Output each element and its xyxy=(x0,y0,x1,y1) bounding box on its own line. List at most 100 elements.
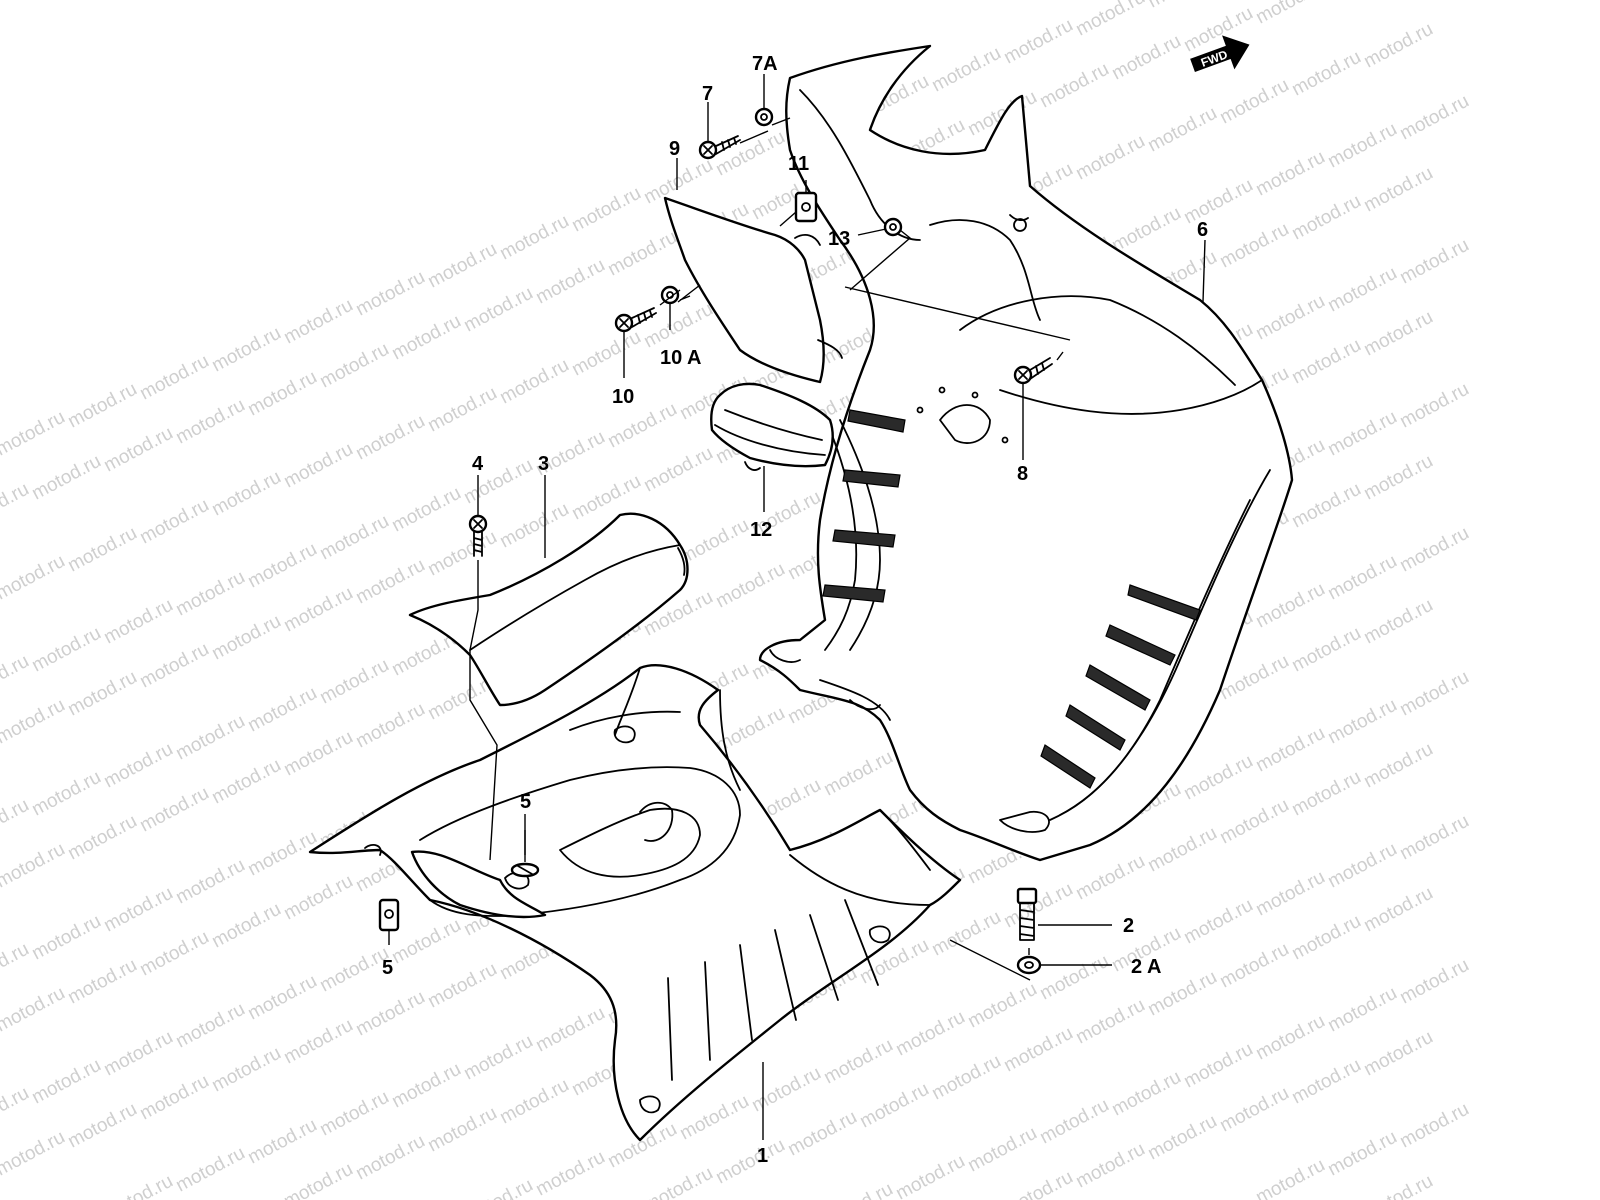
forward-label: FWD xyxy=(1199,47,1230,70)
watermark-text: motod.ru xyxy=(316,1087,392,1141)
watermark-text: motod.ru xyxy=(460,1175,536,1200)
watermark-text: motod.ru xyxy=(496,211,572,265)
callout-10a: 10 A xyxy=(660,347,702,369)
part-1-floor-board xyxy=(308,664,962,1142)
watermark-text: motod.ru xyxy=(820,747,896,801)
watermark-text: motod.ru xyxy=(1252,147,1328,201)
watermark-text: motod.ru xyxy=(280,1159,356,1200)
watermark-text: motod.ru xyxy=(1252,291,1328,345)
watermark-text: motod.ru xyxy=(1072,1139,1148,1193)
watermark-text: motod.ru xyxy=(496,355,572,409)
watermark-text: motod.ru xyxy=(208,755,284,809)
watermark-text: motod.ru xyxy=(1360,19,1436,73)
watermark-text: motod.ru xyxy=(172,567,248,621)
watermark-text: motod.ru xyxy=(712,127,788,181)
watermark-text: motod.ru xyxy=(1288,479,1364,533)
watermark-text: motod.ru xyxy=(676,515,752,569)
callout-3: 3 xyxy=(538,453,549,475)
watermark-text: motod.ru xyxy=(1180,175,1256,229)
watermark-text: motod.ru xyxy=(1324,1127,1400,1181)
watermark-text: motod.ru xyxy=(1180,1039,1256,1093)
watermark-text: motod.ru xyxy=(820,1179,896,1200)
watermark-text: motod.ru xyxy=(964,979,1040,1033)
watermark-text: motod.ru xyxy=(712,703,788,757)
watermark-text: motod.ru xyxy=(100,595,176,649)
watermark-text: motod.ru xyxy=(1396,1099,1472,1153)
watermark-text: motod.ru xyxy=(424,239,500,293)
callout-7: 7 xyxy=(702,83,713,105)
watermark-text: motod.ru xyxy=(568,327,644,381)
watermark-text: motod.ru xyxy=(352,411,428,465)
watermark-text: motod.ru xyxy=(1036,951,1112,1005)
watermark-text: motod.ru xyxy=(388,915,464,969)
watermark-text: motod.ru xyxy=(280,871,356,925)
callout-2a: 2 A xyxy=(1131,956,1161,978)
watermark-text: motod.ru xyxy=(316,339,392,393)
callout-2: 2 xyxy=(1123,915,1134,937)
watermark-text: motod.ru xyxy=(28,451,104,505)
watermark-text: motod.ru xyxy=(1288,335,1364,389)
watermark-text: motod.ru xyxy=(64,811,140,865)
watermark-text: motod.ru xyxy=(1288,191,1364,245)
watermark-text: motod.ru xyxy=(244,1115,320,1169)
watermark-text: motod.ru xyxy=(244,367,320,421)
watermark-text: motod.ru xyxy=(604,227,680,281)
watermark-text: motod.ru xyxy=(64,1099,140,1153)
watermark-text: motod.ru xyxy=(1216,75,1292,129)
part-6-ribs xyxy=(822,409,1201,789)
watermark-text: motod.ru xyxy=(100,1027,176,1081)
watermark-text: motod.ru xyxy=(712,1135,788,1189)
watermark-text: motod.ru xyxy=(1036,1095,1112,1149)
watermark-text: motod.ru xyxy=(244,683,320,737)
watermark-text: motod.ru xyxy=(100,423,176,477)
watermark-text: motod.ru xyxy=(172,395,248,449)
watermark-text: motod.ru xyxy=(1252,1155,1328,1200)
watermark-text: motod.ru xyxy=(388,311,464,365)
watermark-text: motod.ru xyxy=(856,1079,932,1133)
watermark-text: motod.ru xyxy=(244,539,320,593)
callout-5-floor: 5 xyxy=(520,791,531,813)
watermark-text: motod.ru xyxy=(352,987,428,1041)
watermark-text: motod.ru xyxy=(64,667,140,721)
watermark-text: motod.ru xyxy=(1324,695,1400,749)
watermark-text: motod.ru xyxy=(208,467,284,521)
fasteners xyxy=(378,107,1053,975)
watermark-text: motod.ru xyxy=(1144,103,1220,157)
watermark-text: motod.ru xyxy=(208,611,284,665)
watermark-text: motod.ru xyxy=(0,479,33,533)
watermark-text: motod.ru xyxy=(1216,1083,1292,1137)
watermark-text: motod.ru xyxy=(1216,939,1292,993)
watermark-text: motod.ru xyxy=(316,655,392,709)
watermark-text: motod.ru xyxy=(1288,1055,1364,1109)
watermark-text: motod.ru xyxy=(1108,31,1184,85)
watermark-text: motod.ru xyxy=(0,795,33,849)
callout-1: 1 xyxy=(757,1145,768,1167)
watermark-text: motod.ru xyxy=(1360,1171,1436,1200)
watermark-text: motod.ru xyxy=(1288,47,1364,101)
watermark-text: motod.ru xyxy=(1144,1111,1220,1165)
watermark-text: motod.ru xyxy=(640,443,716,497)
callout-5-clip: 5 xyxy=(382,957,393,979)
watermark-text: motod.ru xyxy=(1396,955,1472,1009)
watermark-text: motod.ru xyxy=(28,767,104,821)
watermark-text: motod.ru xyxy=(1252,579,1328,633)
watermark-text: motod.ru xyxy=(1396,811,1472,865)
watermark-text: motod.ru xyxy=(1324,407,1400,461)
watermark-text: motod.ru xyxy=(28,1055,104,1109)
watermark-text: motod.ru xyxy=(100,883,176,937)
washer-10a-icon xyxy=(660,285,680,305)
watermark-text: motod.ru xyxy=(712,559,788,613)
watermark-text: motod.ru xyxy=(1396,523,1472,577)
watermark-text: motod.ru xyxy=(1252,0,1328,28)
watermark-text: motod.ru xyxy=(280,1015,356,1069)
watermark-text: motod.ru xyxy=(640,299,716,353)
watermark-text: motod.ru xyxy=(208,323,284,377)
part-12-box xyxy=(710,382,834,471)
watermark-text: motod.ru xyxy=(532,1003,608,1057)
watermark-text: motod.ru xyxy=(280,295,356,349)
watermark-text: motod.ru xyxy=(136,927,212,981)
watermark-text: motod.ru xyxy=(0,551,69,605)
callout-12: 12 xyxy=(750,519,772,541)
watermark-text: motod.ru xyxy=(136,495,212,549)
bolt-2-icon xyxy=(1016,887,1038,941)
